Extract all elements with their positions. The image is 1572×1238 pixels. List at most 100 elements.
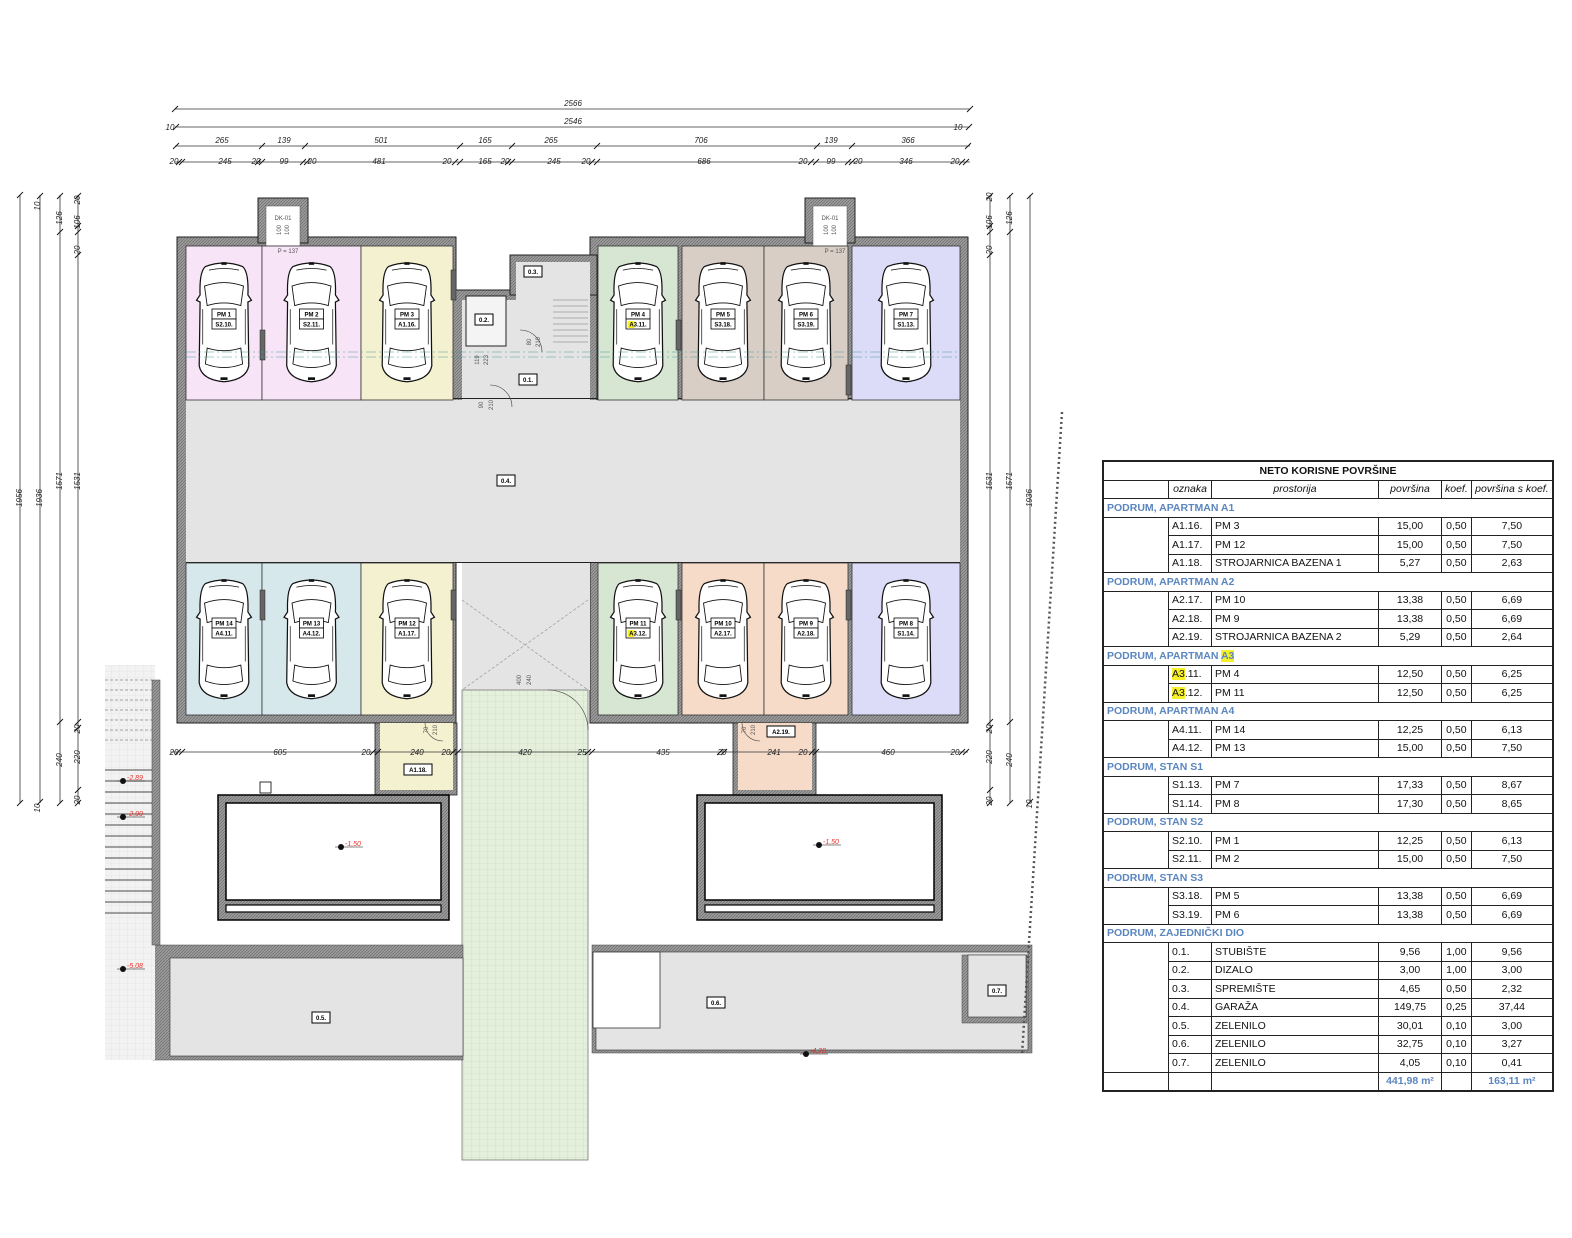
- parking-space: PM 9A2.18.: [763, 562, 849, 716]
- door-dimension: 210: [433, 724, 439, 735]
- dim-segment: 10: [1025, 799, 1034, 808]
- dim-segment: 1571: [1005, 472, 1014, 490]
- header-blank: [1102, 479, 1169, 499]
- parking-code-box: [893, 318, 919, 330]
- dim-tick: [593, 142, 601, 150]
- group-title: PODRUM, STAN S3: [1102, 868, 1554, 888]
- parking-number: PM 5: [716, 313, 731, 319]
- room-area: 13,38: [1378, 905, 1442, 925]
- dim-segment: 20: [73, 724, 82, 734]
- dim-tick: [986, 192, 994, 200]
- dim-tick: [175, 158, 183, 166]
- door-dimension: 210: [751, 724, 757, 735]
- parking-number: PM 2: [304, 313, 319, 319]
- dim-inner-side: 10: [33, 201, 42, 210]
- dim-tick: [1026, 192, 1034, 200]
- axis-line: [186, 351, 960, 358]
- table-group-row: PODRUM, STAN S1: [1102, 757, 1554, 777]
- room-weighted-area: 3,27: [1470, 1034, 1554, 1054]
- room-name: SPREMIŠTE: [1211, 979, 1379, 999]
- dim-tick: [958, 158, 966, 166]
- room-coefficient: 0,50: [1441, 535, 1472, 555]
- dim-segment: 1531: [985, 472, 994, 490]
- dim-tick: [178, 748, 186, 756]
- room-weighted-area: 3,00: [1470, 1016, 1554, 1036]
- room-coefficient: 0,25: [1441, 997, 1472, 1017]
- parking-owner-code: A2.18.: [797, 632, 815, 638]
- room-tag: 0.1.: [523, 378, 533, 384]
- total-blank: [1102, 1071, 1169, 1092]
- room-tag-box: [518, 373, 538, 386]
- dim-tick: [454, 748, 462, 756]
- group-title: PODRUM, APARTMAN A3: [1102, 646, 1554, 666]
- group-title: PODRUM, APARTMAN A4: [1102, 701, 1554, 721]
- dim-segment: 20: [442, 157, 452, 166]
- dim-segment: 240: [409, 748, 424, 757]
- room-area: 32,75: [1378, 1034, 1442, 1054]
- room-area: 149,75: [1378, 997, 1442, 1017]
- room-tag: 0.4.: [501, 479, 511, 485]
- room-name: PM 9: [1211, 609, 1379, 629]
- elevation-value: -2,89: [127, 775, 143, 782]
- dim-tick: [1006, 799, 1014, 807]
- dim-tick: [36, 798, 44, 806]
- room-weighted-area: 8,67: [1470, 775, 1554, 795]
- room-code: 0.6.: [1168, 1034, 1212, 1054]
- room-coefficient: 0,50: [1441, 590, 1472, 610]
- table-group-row: PODRUM, APARTMAN A3: [1102, 646, 1554, 666]
- dim-tick: [456, 158, 464, 166]
- dim-tick: [986, 222, 994, 230]
- dim-segment: 20: [798, 157, 808, 166]
- parking-owner-code: A1.17.: [398, 632, 416, 638]
- dim-segment: 220: [985, 750, 994, 765]
- dim-segment: 265: [543, 136, 558, 145]
- dim-segment: 20: [73, 795, 82, 805]
- room-weighted-area: 6,69: [1470, 609, 1554, 629]
- dim-segment: 481: [372, 157, 385, 166]
- dim-segment: 20: [985, 724, 994, 734]
- total-weighted-area: 163,11 m²: [1470, 1071, 1554, 1092]
- parking-number: PM 11: [629, 622, 647, 628]
- dim-segment: 460: [881, 748, 895, 757]
- dim-overall-width: 2566: [563, 99, 582, 108]
- dim-segment: 220: [73, 750, 82, 765]
- dim-segment: 1531: [73, 472, 82, 490]
- dim-tick: [258, 158, 266, 166]
- car-icon: [609, 578, 667, 700]
- room-tag: 0.7.: [992, 989, 1002, 995]
- dim-tick: [16, 799, 24, 807]
- table-group-row: PODRUM, APARTMAN A1: [1102, 498, 1554, 518]
- room-code: S1.14.: [1168, 794, 1212, 814]
- dim-segment: 420: [518, 748, 532, 757]
- dim-tick: [593, 158, 601, 166]
- dim-inner-side: 10: [954, 123, 963, 132]
- car-icon: [877, 578, 935, 700]
- dim-tick: [986, 228, 994, 236]
- room-weighted-area: 9,56: [1470, 942, 1554, 962]
- table-group-row: PODRUM, APARTMAN A4: [1102, 701, 1554, 721]
- dim-tick: [258, 142, 266, 150]
- room-name: ZELENILO: [1211, 1016, 1379, 1036]
- room-coefficient: 0,50: [1441, 905, 1472, 925]
- room-code: A1.17.: [1168, 535, 1212, 555]
- dim-segment: 20: [169, 748, 179, 757]
- dim-segment: 265: [214, 136, 229, 145]
- dim-segment: 20: [985, 796, 994, 806]
- car-icon: [195, 578, 253, 700]
- shaft-width: 100: [277, 224, 283, 235]
- parking-owner-code: S1.13.: [897, 323, 915, 329]
- dim-tick: [56, 718, 64, 726]
- table-group-row: PODRUM, APARTMAN A2: [1102, 572, 1554, 592]
- room-weighted-area: 6,13: [1470, 831, 1554, 851]
- room-coefficient: 0,50: [1441, 516, 1472, 536]
- total-blank: [1168, 1071, 1212, 1092]
- dim-tick: [508, 142, 516, 150]
- room-coefficient: 0,10: [1441, 1016, 1472, 1036]
